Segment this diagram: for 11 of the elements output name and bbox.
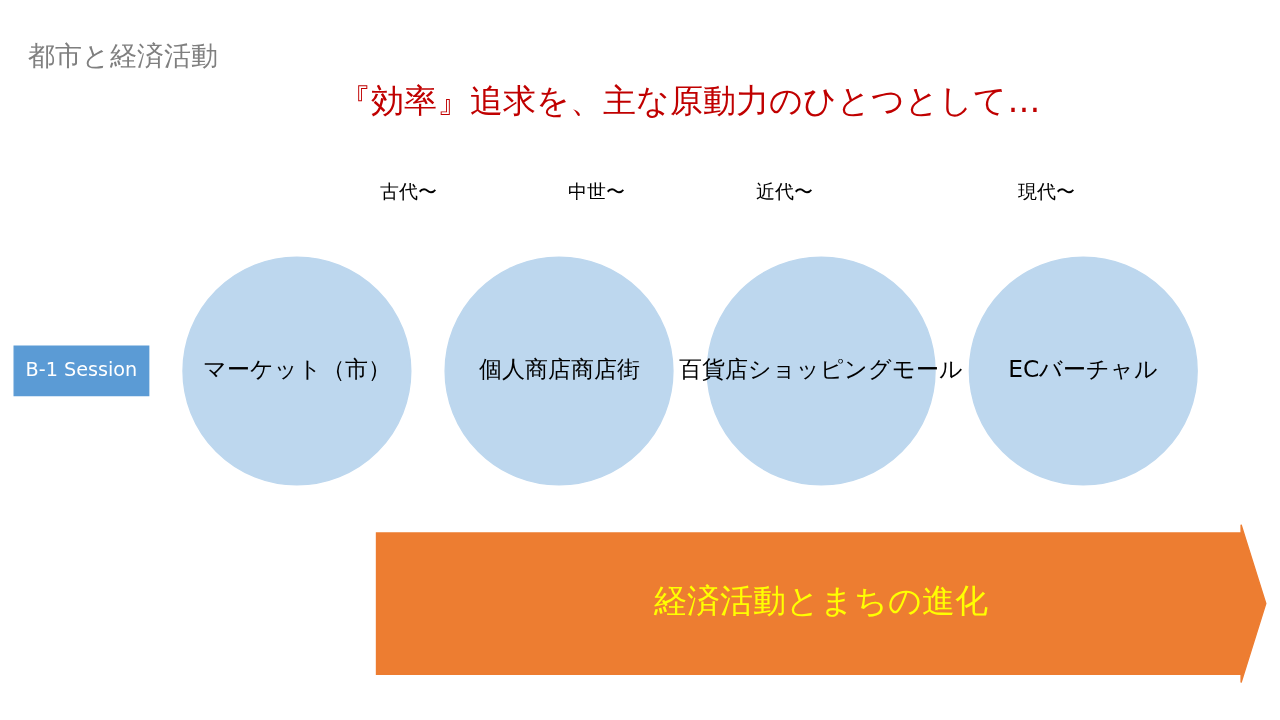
node-circle: 個人商店商店街 xyxy=(444,256,674,486)
label: 『効率』追求を、主な原動力のひとつとして… xyxy=(338,80,1041,120)
label: B-1 Session xyxy=(25,358,138,382)
node-label: 現代〜 xyxy=(1017,179,1075,203)
node-circle: ECバーチャル xyxy=(968,256,1198,486)
node-label: 近代〜 xyxy=(755,179,813,203)
node-label: 百貨店ショッピングモール xyxy=(679,354,964,383)
diagram-title: 都市と経済活動 xyxy=(27,39,218,71)
node-circle: マーケット（市） xyxy=(182,256,412,486)
node-label: 古代〜 xyxy=(379,179,437,203)
node-label: 中世〜 xyxy=(567,179,625,203)
